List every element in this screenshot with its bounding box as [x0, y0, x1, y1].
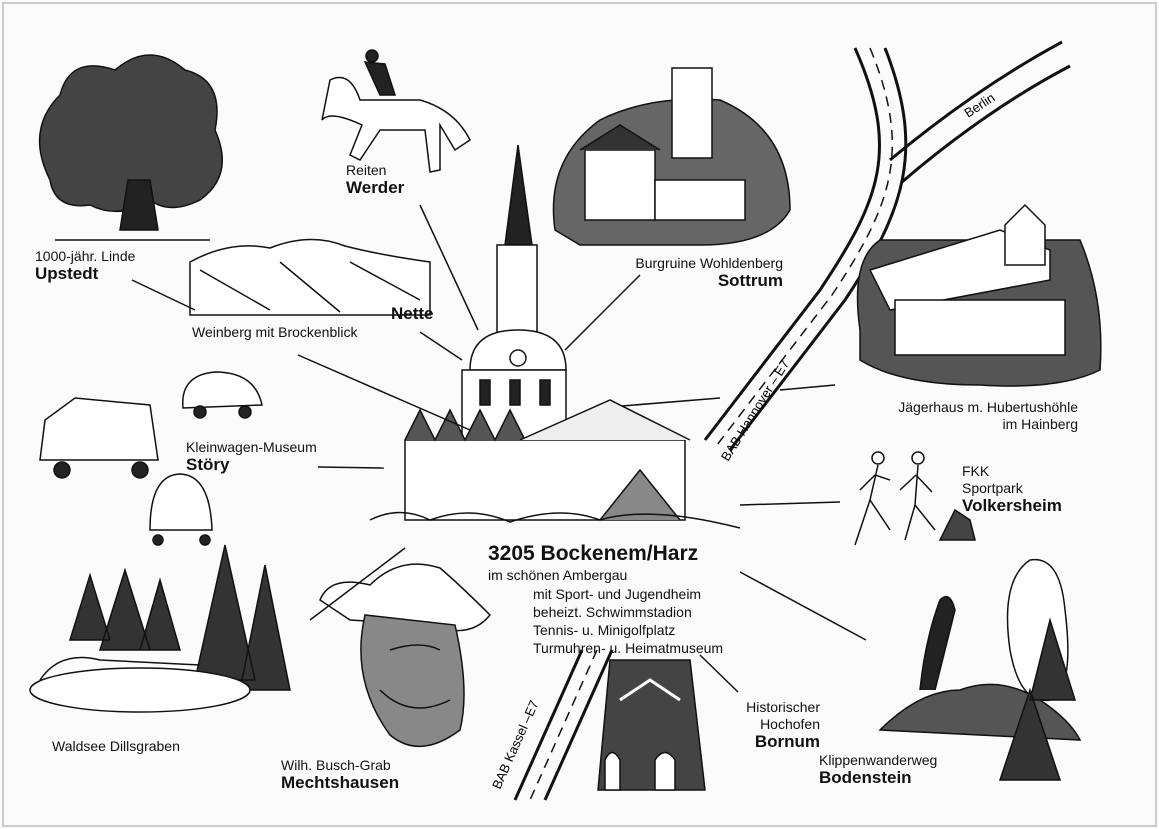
place-label-bornum: Historischer Hochofen Bornum [700, 699, 820, 750]
rock-cliff-illustration [878, 558, 1082, 781]
facility-item: beheizt. Schwimmstadion [533, 604, 692, 620]
place-desc: Reiten [346, 162, 387, 178]
wilhelm-busch-portrait [319, 563, 492, 747]
sport-figures-illustration [854, 451, 976, 546]
linden-tree-illustration [38, 54, 223, 241]
place-label-waldsee: Waldsee Dillsgraben [52, 738, 180, 755]
place-desc: Klippenwanderweg [819, 752, 938, 768]
road-label-kassel: BAB Kassel –E7 [489, 698, 542, 791]
facility-item: Turmuhren- u. Heimatmuseum [533, 640, 724, 656]
autobahn-kassel [513, 649, 614, 801]
place-desc: Burgruine Wohldenberg [635, 255, 783, 271]
place-label-sottrum: Burgruine Wohldenberg Sottrum [585, 255, 783, 289]
leader-lines [131, 204, 867, 693]
place-desc: 1000-jähr. Linde [35, 248, 136, 264]
autobahn-berlin [889, 40, 1071, 184]
facility-item: mit Sport- und Jugendheim [533, 586, 702, 602]
castle-ruin-illustration [552, 67, 791, 246]
place-desc-line2: Hochofen [760, 716, 820, 732]
place-name: Upstedt [35, 264, 99, 283]
place-label-nette-name: Nette [391, 305, 434, 322]
place-name: Störy [186, 455, 230, 474]
place-name: Werder [346, 178, 405, 197]
church-illustration [369, 144, 741, 529]
place-desc-line2: Sportpark [962, 480, 1023, 496]
place-label-mechtshausen: Wilh. Busch-Grab Mechtshausen [281, 757, 399, 791]
place-name: Mechtshausen [281, 773, 400, 792]
place-label-werder: Reiten Werder [346, 162, 404, 196]
place-name: Bornum [754, 732, 820, 751]
place-label-volkersheim: FKK Sportpark Volkersheim [962, 463, 1062, 514]
jaegerhaus-illustration [856, 203, 1102, 387]
place-desc: Weinberg mit Brockenblick [192, 324, 358, 340]
town-subtitle: im schönen Ambergau [488, 567, 628, 583]
blast-furnace-illustration [597, 659, 706, 791]
place-label-upstedt: 1000-jähr. Linde Upstedt [35, 248, 135, 282]
forest-lake-illustration [29, 544, 291, 713]
place-label-nette-desc: Weinberg mit Brockenblick [192, 324, 357, 341]
place-desc-line1: FKK [962, 463, 990, 479]
place-name: Nette [391, 304, 434, 323]
place-name: Bodenstein [819, 768, 912, 787]
place-desc: Waldsee Dillsgraben [52, 738, 180, 754]
place-label-jaegerhaus: Jägerhaus m. Hubertushöhle im Hainberg [838, 399, 1078, 433]
place-desc-line2: im Hainberg [1002, 416, 1078, 432]
town-title: 3205 Bockenem/Harz [488, 542, 699, 565]
place-name: Volkersheim [962, 496, 1062, 515]
horse-rider-illustration [321, 49, 471, 173]
place-desc-line1: Jägerhaus m. Hubertushöhle [898, 399, 1078, 415]
road-label-berlin: Berlin [961, 90, 997, 121]
hills-illustration [189, 238, 431, 316]
place-label-bodenstein: Klippenwanderweg Bodenstein [819, 752, 937, 786]
facility-item: Tennis- u. Minigolfplatz [533, 622, 676, 638]
place-desc: Wilh. Busch-Grab [281, 757, 391, 773]
place-label-stoery: Kleinwagen-Museum Störy [186, 439, 317, 473]
place-name: Sottrum [717, 271, 783, 290]
place-desc-line1: Historischer [746, 699, 820, 715]
place-desc: Kleinwagen-Museum [186, 439, 317, 455]
microcar-illustrations [39, 371, 263, 546]
